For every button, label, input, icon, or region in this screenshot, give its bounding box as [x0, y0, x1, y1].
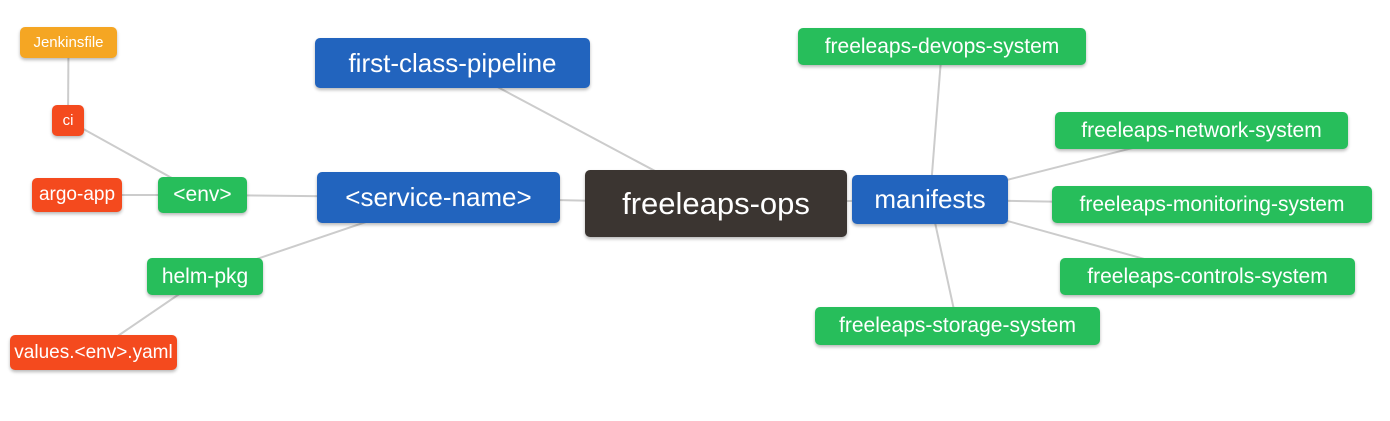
node-ci[interactable]: ci [52, 105, 84, 136]
node-devops-system[interactable]: freeleaps-devops-system [798, 28, 1086, 65]
node-values-env-yaml[interactable]: values.<env>.yaml [10, 335, 177, 370]
node-freeleaps-ops[interactable]: freeleaps-ops [585, 170, 847, 237]
node-network-system[interactable]: freeleaps-network-system [1055, 112, 1348, 149]
node-service-name[interactable]: <service-name> [317, 172, 560, 223]
edge-manifests-devops-system [929, 46, 943, 200]
node-monitoring-system[interactable]: freeleaps-monitoring-system [1052, 186, 1372, 223]
node-first-class-pipeline[interactable]: first-class-pipeline [315, 38, 590, 88]
node-argo-app[interactable]: argo-app [32, 178, 122, 212]
node-manifests[interactable]: manifests [852, 175, 1008, 224]
node-helm-pkg[interactable]: helm-pkg [147, 258, 263, 295]
node-jenkinsfile[interactable]: Jenkinsfile [20, 27, 117, 58]
node-env[interactable]: <env> [158, 177, 247, 213]
node-controls-system[interactable]: freeleaps-controls-system [1060, 258, 1355, 295]
node-storage-system[interactable]: freeleaps-storage-system [815, 307, 1100, 345]
